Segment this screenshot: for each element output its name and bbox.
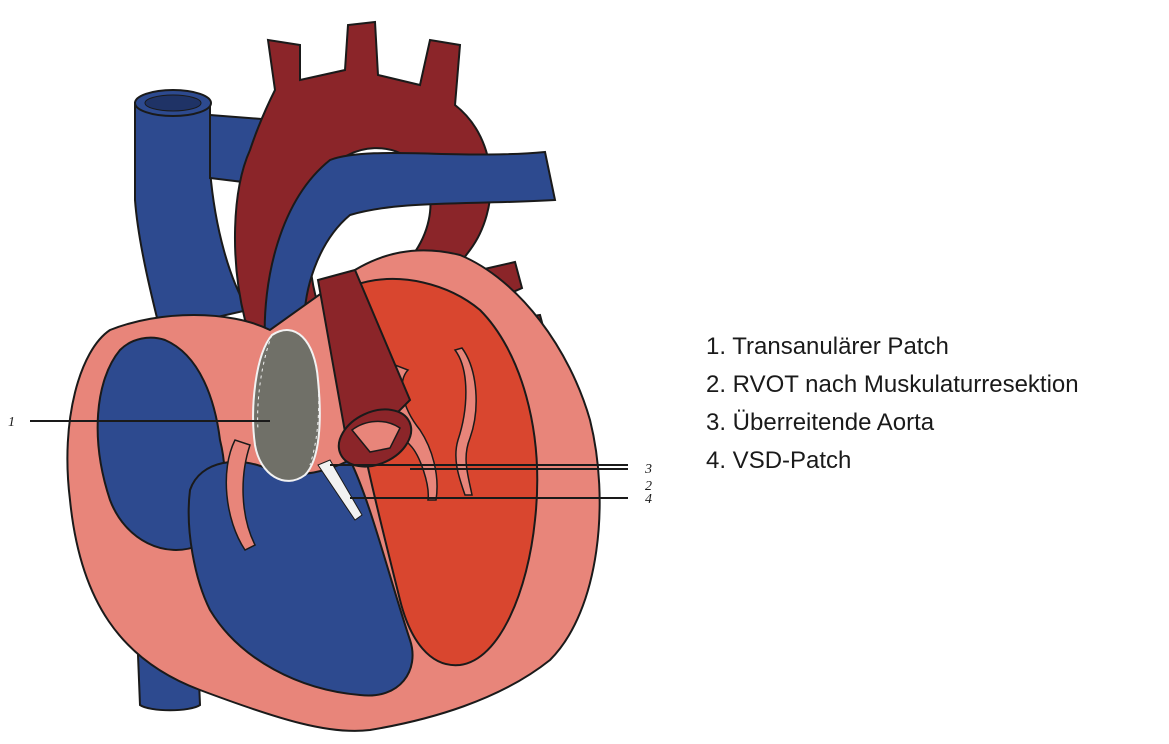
callout-number-4: 4 xyxy=(645,492,652,507)
legend-item-4: 4. VSD-Patch xyxy=(706,442,1079,480)
legend-item-1: 1. Transanulärer Patch xyxy=(706,328,1079,366)
callout-number-3: 3 xyxy=(644,462,652,477)
callout-number-1: 1 xyxy=(8,415,15,430)
legend: 1. Transanulärer Patch 2. RVOT nach Musk… xyxy=(706,328,1079,480)
transannular-patch xyxy=(253,330,320,481)
legend-item-2: 2. RVOT nach Muskulaturresektion xyxy=(706,366,1079,404)
legend-item-3: 3. Überreitende Aorta xyxy=(706,404,1079,442)
